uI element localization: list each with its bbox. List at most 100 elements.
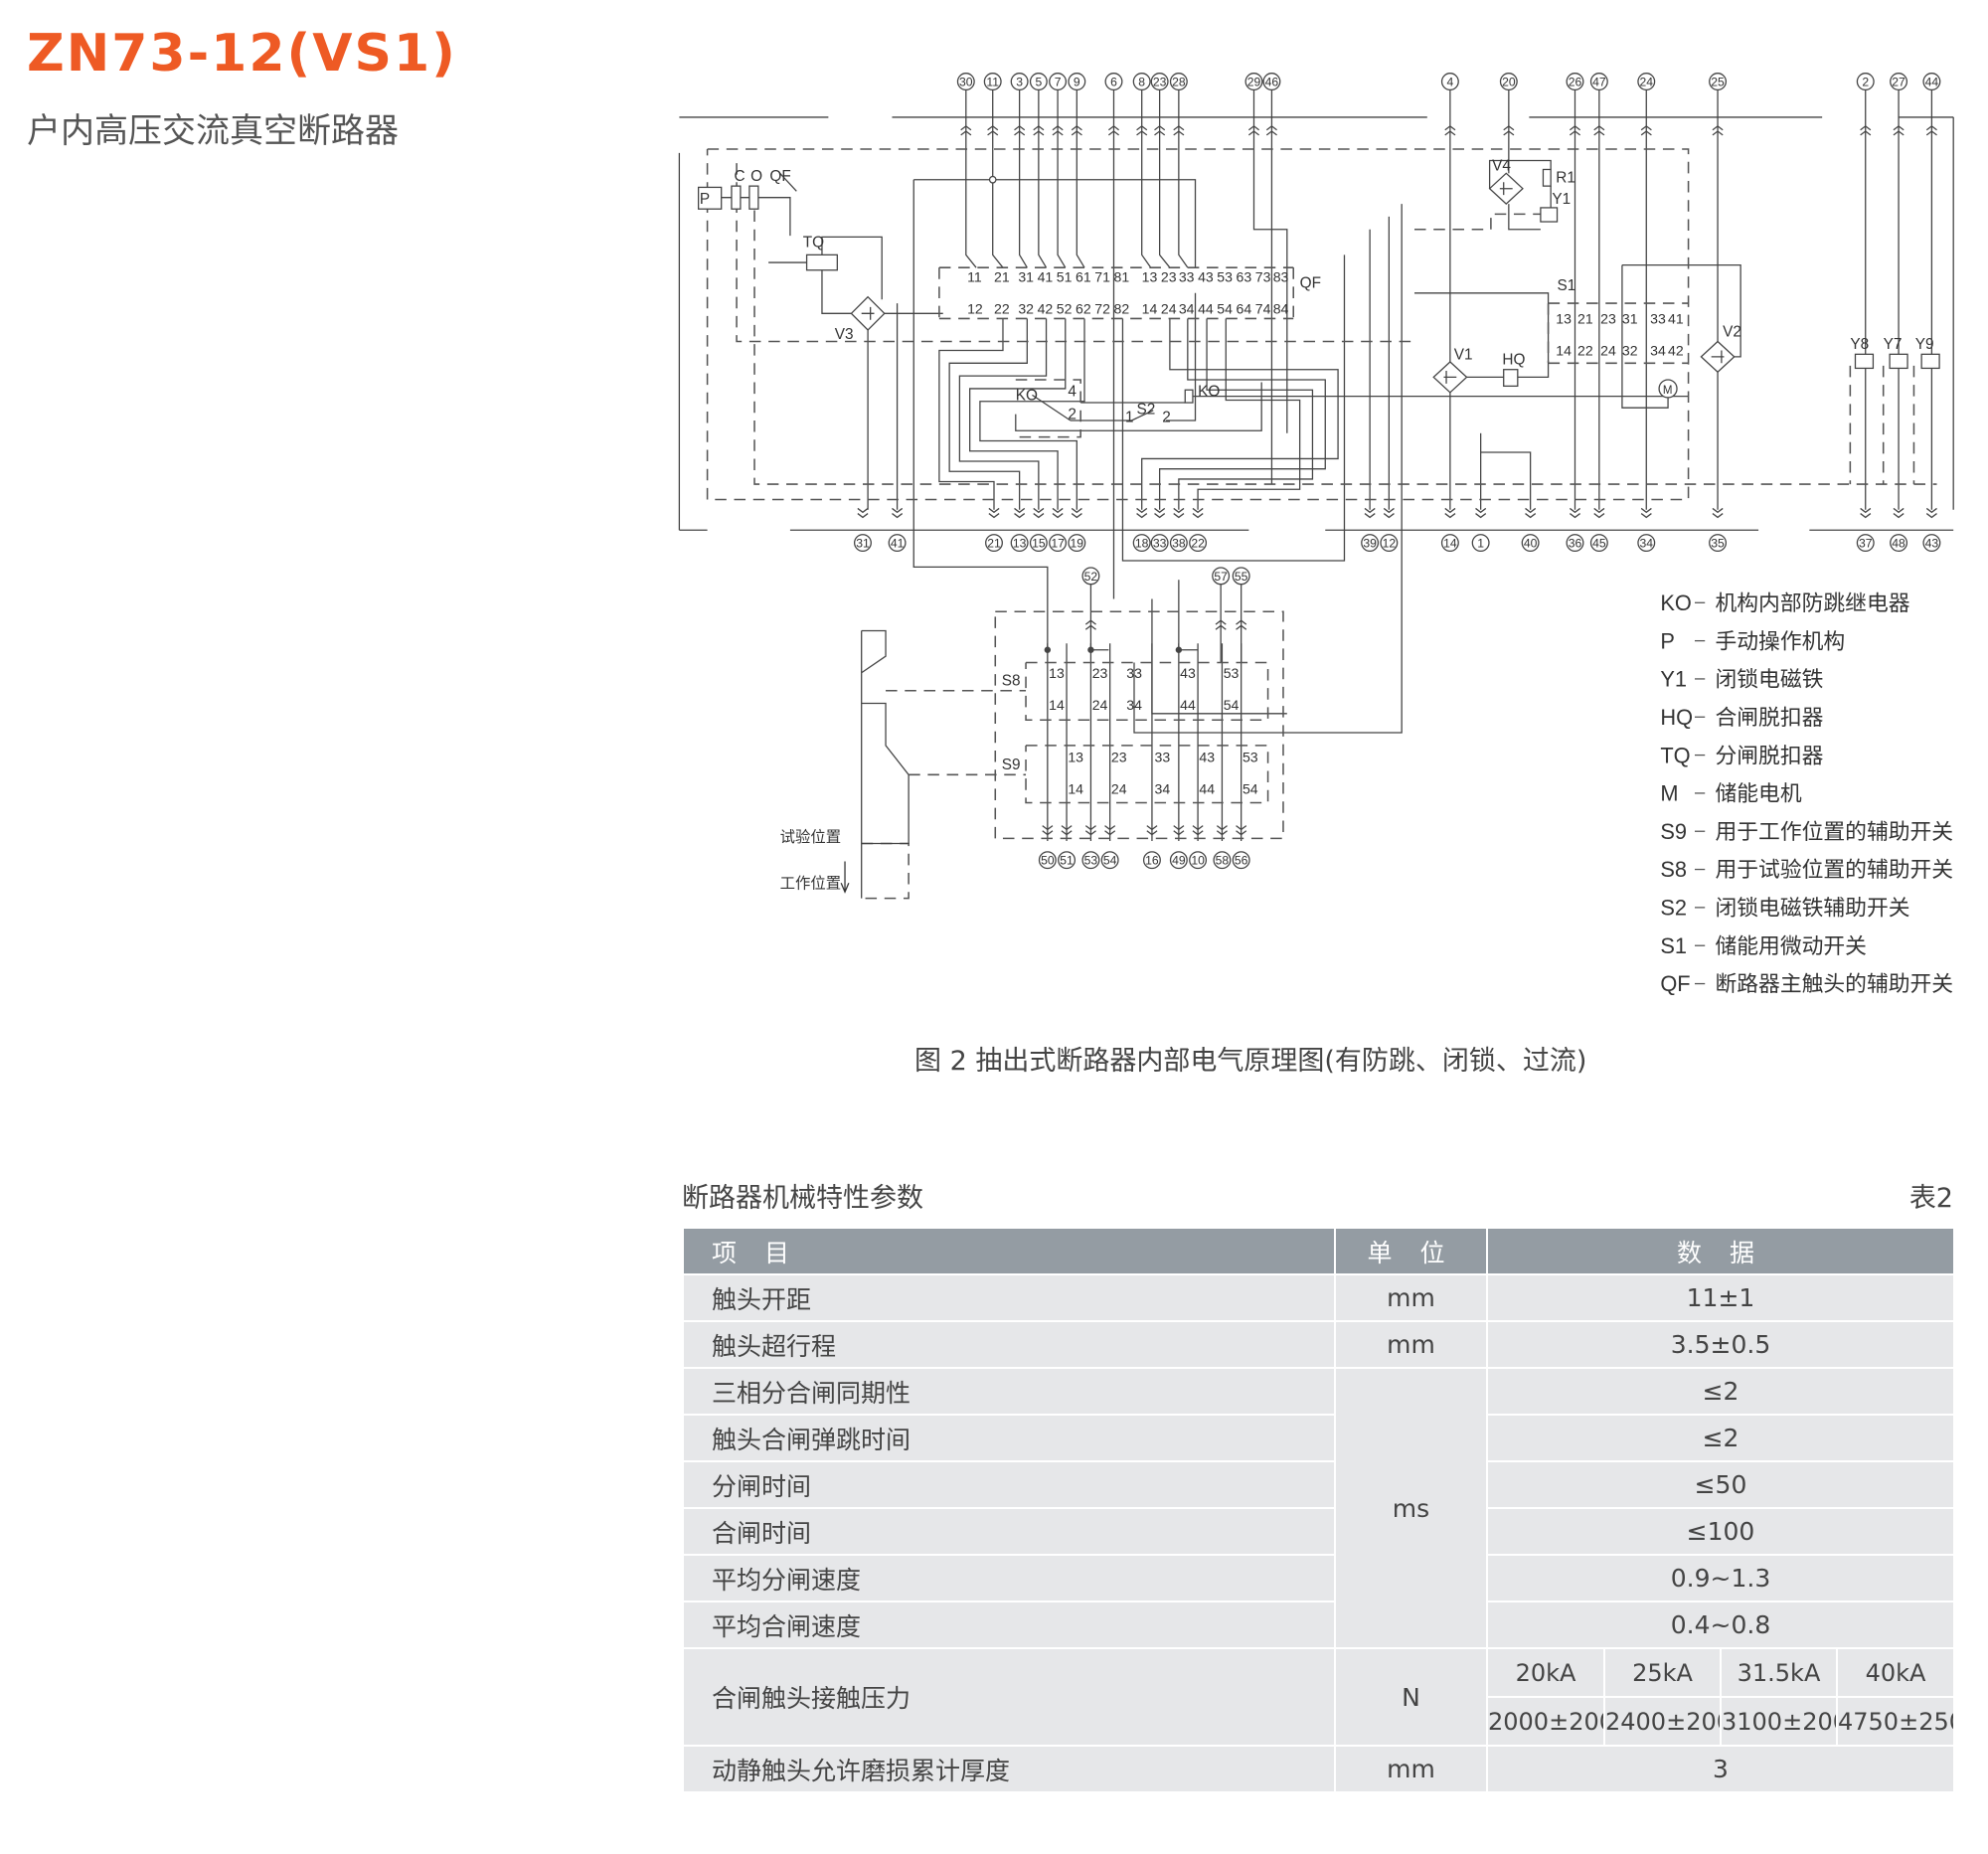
terminal-label: 39 (1363, 537, 1377, 551)
v2-bridge-icon (1700, 340, 1736, 374)
qf-contact-label: 64 (1237, 300, 1252, 316)
s1-contact-label: 23 (1600, 311, 1616, 327)
terminal-circle (1589, 534, 1608, 553)
terminal-circle (956, 73, 975, 91)
wire (1141, 318, 1339, 510)
wire (1121, 254, 1346, 562)
qf-contact-label: 33 (1179, 268, 1195, 284)
terminal-circle (1049, 73, 1068, 91)
label-y1: Y1 (1552, 191, 1571, 208)
terminal-label: 7 (1055, 76, 1062, 89)
plug-connector-icon (1033, 507, 1045, 519)
plug-connector-icon (1061, 825, 1073, 836)
qf-contact-label: 24 (1161, 300, 1177, 316)
pressure-value: 4750±250 (1836, 1697, 1953, 1745)
qf-contact-label: 31 (1018, 268, 1034, 284)
plug-connector-icon (1192, 825, 1204, 836)
plug-connector-icon (1860, 125, 1872, 136)
label-o: O (750, 168, 762, 185)
s8-contact-label: 33 (1126, 665, 1142, 681)
y1-coil (1540, 207, 1559, 223)
qf-contact-label: 62 (1076, 300, 1091, 316)
row-unit: mm (1334, 1273, 1488, 1322)
terminal-circle (1213, 851, 1232, 870)
plug-connector-icon (1236, 825, 1247, 836)
terminal-circle (1212, 567, 1231, 586)
terminal-label: 31 (856, 537, 870, 551)
label-hq: HQ (1502, 352, 1525, 369)
wire (1038, 88, 1048, 268)
legend-text: 机构内部防跳继电器 (1715, 590, 1909, 615)
c-coil (731, 185, 742, 210)
plug-connector-icon (1071, 125, 1082, 136)
row-item: 触头开距 (682, 1273, 1336, 1322)
table-caption: 断路器机械特性参数 (682, 1183, 923, 1214)
plug-connector-icon (1444, 125, 1456, 136)
terminal-circle (1132, 73, 1151, 91)
plug-connector-icon (1173, 125, 1185, 136)
terminal-label: 22 (1191, 537, 1205, 551)
plug-connector-icon (1071, 507, 1082, 519)
qf-contact-label: 51 (1057, 268, 1073, 284)
row-unit-merged: ms (1334, 1367, 1488, 1649)
terminal-circle (985, 534, 1003, 553)
s9-contact-label: 43 (1199, 750, 1215, 765)
manual-mechanism-box (697, 186, 723, 210)
v4-bridge-icon (1488, 172, 1524, 205)
terminal-circle (1709, 534, 1728, 553)
rating: 40kA (1836, 1649, 1953, 1698)
plug-connector-icon (1146, 825, 1158, 836)
table-row: 三相分合闸同期性 ms ≤2 (682, 1367, 1955, 1649)
plug-connector-icon (988, 507, 1000, 519)
label-r1: R1 (1556, 169, 1575, 186)
wire (1480, 451, 1532, 510)
wire (992, 88, 1004, 268)
plug-connector-icon (1444, 507, 1456, 519)
hq-coil (1503, 369, 1519, 388)
row-value: ≤50 (1486, 1460, 1955, 1509)
terminal-circle (1232, 567, 1250, 586)
label-c: C (735, 168, 746, 185)
terminal-label: 1 (1477, 537, 1484, 551)
qf-contact-label: 71 (1094, 268, 1110, 284)
qf-contact-label: 63 (1237, 268, 1252, 284)
terminal-circle (1566, 73, 1584, 91)
s1-contact-label: 32 (1622, 343, 1638, 359)
label-work-position: 工作位置 (780, 874, 842, 892)
plug-connector-icon (1104, 825, 1116, 836)
terminal-label: 23 (1153, 76, 1167, 89)
label-y7: Y7 (1884, 336, 1903, 353)
qf-contact-label: 22 (994, 300, 1010, 316)
wire (1158, 88, 1171, 268)
terminal-label: 24 (1640, 76, 1654, 89)
s1-contact-label: 41 (1668, 311, 1684, 327)
s1-contact-label: 13 (1556, 311, 1572, 327)
plug-connector-icon (1014, 507, 1026, 519)
terminal-circle (1104, 73, 1123, 91)
terminal-circle (1132, 534, 1151, 553)
plug-connector-icon (1173, 825, 1185, 836)
plug-connector-icon (1640, 125, 1652, 136)
label-ko-contact: KO (1016, 387, 1038, 404)
terminal-circle (1566, 534, 1584, 553)
wire (1015, 382, 1262, 431)
plug-connector-icon (1893, 125, 1905, 136)
qf-contact-label: 41 (1038, 268, 1054, 284)
plug-connector-icon (1640, 507, 1652, 519)
column-header-value: 数 据 (1486, 1227, 1955, 1275)
legend-code: S8 (1660, 857, 1687, 882)
legend-code: HQ (1660, 705, 1693, 730)
label-v4: V4 (1492, 158, 1511, 175)
terminal-label: 49 (1172, 854, 1186, 868)
terminal-label: 36 (1569, 537, 1582, 551)
pressure-value: 2400±200 (1603, 1697, 1721, 1745)
terminal-circle (1058, 851, 1077, 870)
plug-connector-icon (1033, 125, 1045, 136)
legend-text: 分闸脱扣器 (1715, 743, 1823, 767)
row-unit: mm (1334, 1320, 1488, 1369)
wire (1141, 88, 1152, 268)
wire (779, 172, 797, 192)
terminal-label: 5 (1035, 76, 1042, 89)
wire (821, 269, 852, 314)
